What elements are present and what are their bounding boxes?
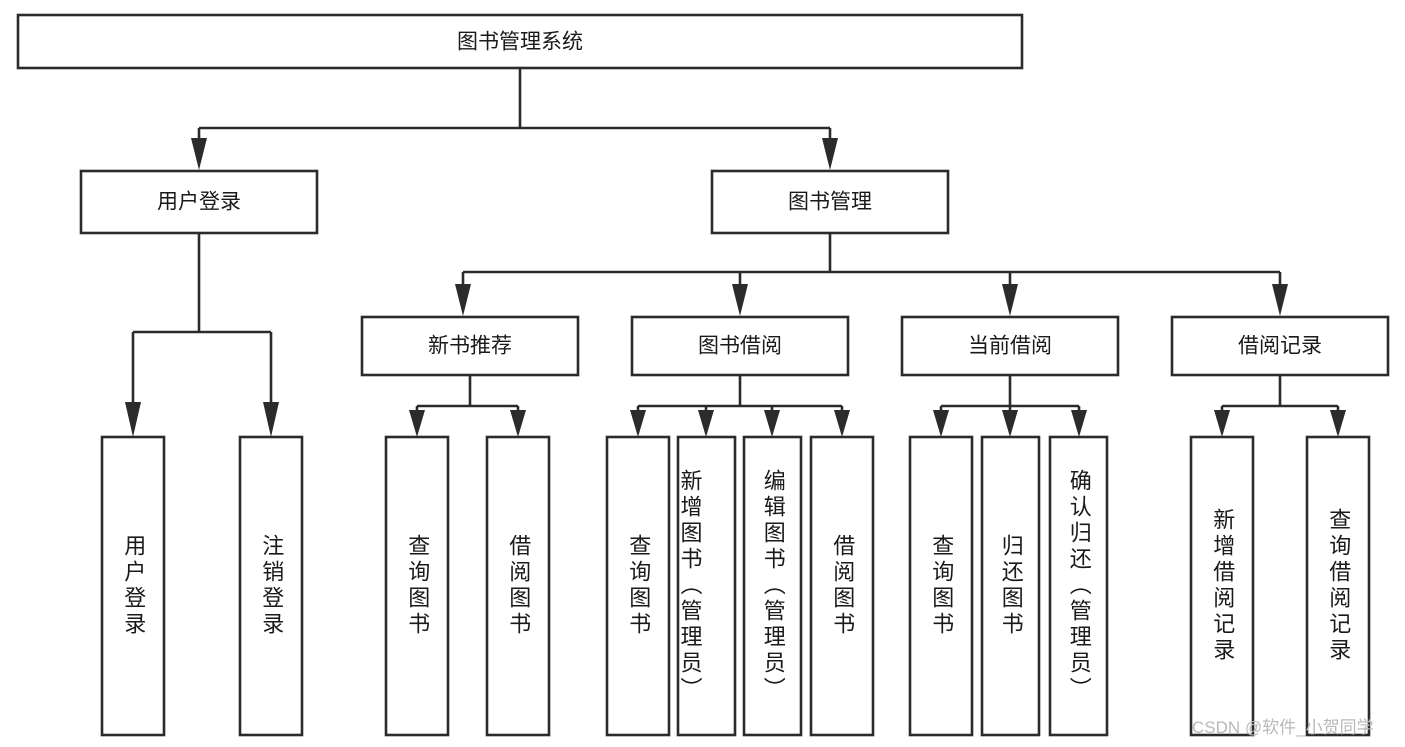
node-box-current-borrow[interactable]: [900, 315, 1120, 377]
leaf-box-book-borrow-1[interactable]: [605, 435, 671, 737]
csdn-watermark: CSDN @软件_小贺同学: [1192, 718, 1374, 737]
arrow-head-book-manage: [822, 138, 838, 170]
leaf-box-borrow-record-2[interactable]: [1305, 435, 1371, 737]
node-label-current-borrow: 当前借阅: [968, 335, 1052, 358]
leaf-box-current-borrow-2[interactable]: [980, 435, 1041, 737]
leaf-box-user-login-1[interactable]: [100, 435, 166, 737]
node-label-book-manage: 图书管理: [788, 191, 872, 214]
connector-layer: [125, 68, 1346, 437]
arrow-head-leaf-new-book-1: [409, 410, 425, 437]
arrow-head-leaf-borrow-record-2: [1330, 410, 1346, 437]
node-box-user-login[interactable]: [79, 169, 319, 235]
node-box-book-borrow[interactable]: [630, 315, 850, 377]
leaf-box-book-borrow-3[interactable]: [742, 435, 803, 737]
leaf-box-current-borrow-1[interactable]: [908, 435, 974, 737]
leaf-box-book-borrow-4[interactable]: [809, 435, 875, 737]
arrow-head-leaf-current-borrow-1: [933, 410, 949, 437]
arrow-head-user-login: [191, 138, 207, 170]
arrow-head-leaf-book-borrow-4: [834, 410, 850, 437]
leaf-box-book-borrow-2[interactable]: [676, 435, 737, 737]
node-layer: 图书管理系统 用户登录 图书管理 新书推荐 图书借阅 当前借阅 借阅记录: [16, 13, 1390, 737]
arrow-head-borrow-record: [1272, 284, 1288, 316]
node-label-new-book-recommend: 新书推荐: [428, 335, 512, 358]
arrow-head-leaf-book-borrow-2: [698, 410, 714, 437]
leaf-box-user-login-2[interactable]: [238, 435, 304, 737]
arrow-head-leaf-new-book-2: [510, 410, 526, 437]
arrow-head-book-borrow: [732, 284, 748, 316]
arrow-head-leaf-user-login-1: [125, 402, 141, 437]
node-label-borrow-record: 借阅记录: [1238, 335, 1322, 358]
arrow-head-leaf-user-login-2: [263, 402, 279, 437]
node-label-book-borrow: 图书借阅: [698, 335, 782, 358]
node-box-root[interactable]: [16, 13, 1024, 70]
arrow-head-leaf-current-borrow-2: [1002, 410, 1018, 437]
arrow-head-leaf-book-borrow-3: [764, 410, 780, 437]
arrow-head-leaf-borrow-record-1: [1214, 410, 1230, 437]
node-box-book-manage[interactable]: [710, 169, 950, 235]
arrow-head-leaf-book-borrow-1: [630, 410, 646, 437]
leaf-box-new-book-2[interactable]: [485, 435, 551, 737]
node-label-root: 图书管理系统: [457, 31, 583, 54]
node-label-user-login: 用户登录: [157, 191, 241, 214]
node-box-borrow-record[interactable]: [1170, 315, 1390, 377]
leaf-box-current-borrow-3[interactable]: [1048, 435, 1109, 737]
leaf-box-new-book-1[interactable]: [384, 435, 450, 737]
leaf-box-borrow-record-1[interactable]: [1189, 435, 1255, 737]
node-box-new-book-recommend[interactable]: [360, 315, 580, 377]
arrow-head-leaf-current-borrow-3: [1071, 410, 1087, 437]
arrow-head-new-book: [455, 284, 471, 316]
arrow-head-current-borrow: [1002, 284, 1018, 316]
